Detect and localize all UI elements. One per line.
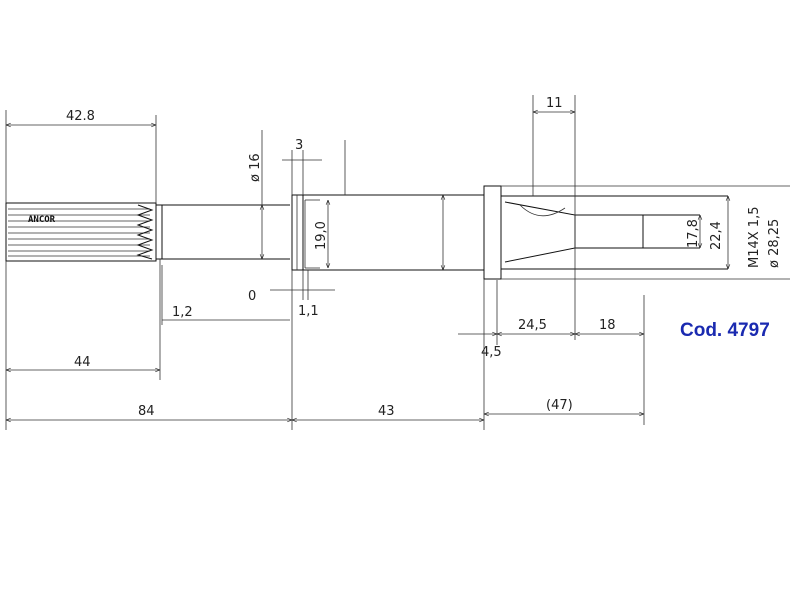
- dim-dia-28-25: ø 28,25: [767, 219, 782, 268]
- shaft-outline: ANCOR: [5, 185, 728, 280]
- flange: [291, 194, 304, 271]
- dim-4-5: 4,5: [481, 345, 502, 360]
- dim-3: 3: [295, 138, 303, 153]
- spline-section: ANCOR: [5, 202, 157, 262]
- dim-24-5: 24,5: [518, 318, 547, 333]
- dim-44: 44: [74, 355, 91, 370]
- dim-1-1: 1,1: [298, 304, 319, 319]
- maker-label: ANCOR: [28, 215, 56, 225]
- dim-thread: M14X 1,5: [747, 207, 762, 268]
- dim-43: 43: [378, 404, 395, 419]
- dim-0: 0: [248, 289, 256, 304]
- dim-1-2: 1,2: [172, 305, 193, 320]
- neck-section: [156, 204, 290, 260]
- dim-19-0: 19,0: [314, 221, 329, 250]
- dim-47: (47): [546, 398, 573, 413]
- part-code: Cod. 4797: [680, 320, 770, 341]
- thread-hatching: [574, 214, 644, 249]
- dim-42-8: 42.8: [66, 109, 95, 124]
- dim-dia-16: ø 16: [248, 153, 263, 182]
- dim-84: 84: [138, 404, 155, 419]
- dim-11: 11: [546, 96, 563, 111]
- dim-22-4: 22,4: [709, 221, 724, 250]
- dimension-labels: 42.8 44 84 43 (47) 11 3 0 1,1 1,2 4,5 24…: [66, 96, 782, 419]
- dimension-lines: [5, 95, 790, 430]
- head-collar: [483, 185, 502, 280]
- dim-17-8: 17,8: [686, 219, 701, 248]
- dim-18: 18: [599, 318, 616, 333]
- main-cylinder: [303, 194, 484, 271]
